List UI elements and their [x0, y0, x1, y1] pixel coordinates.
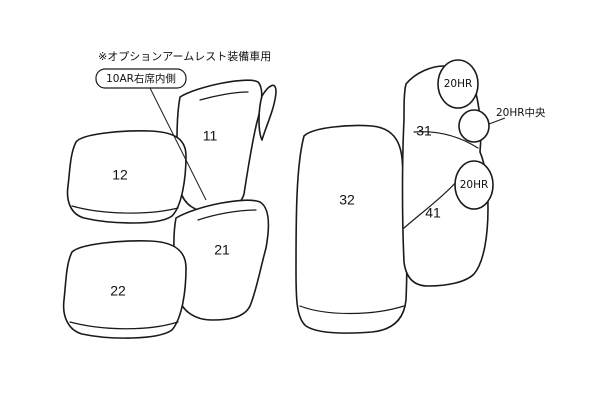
part-31-label: 31	[416, 123, 432, 139]
part-11-label: 11	[203, 128, 218, 144]
armrest-note: ※オプションアームレスト装備車用	[98, 49, 271, 63]
cushion-22	[62, 240, 187, 339]
headrest-lower	[454, 160, 494, 210]
part-22-label: 22	[110, 283, 126, 299]
cushion-32	[295, 124, 408, 334]
seatback-11	[176, 79, 263, 213]
front-seat-2	[62, 199, 270, 339]
cushion-22-edge	[69, 321, 179, 330]
cushion-12	[66, 130, 187, 224]
armrest-tag-box	[95, 68, 187, 89]
part-21-label: 21	[214, 242, 230, 258]
armrest-leader	[149, 87, 207, 201]
front-seat-1	[66, 79, 277, 224]
seatback-seam	[413, 131, 479, 149]
cushion-12-edge	[71, 205, 179, 214]
armrest-10ar	[258, 84, 277, 141]
center-leader	[488, 117, 506, 125]
part-12-label: 12	[112, 167, 128, 183]
seatback-11-fold	[199, 91, 249, 101]
cushion-32-edge	[299, 305, 405, 315]
rear-bench	[295, 124, 408, 334]
headrest-lower-label: 20HR	[460, 179, 489, 191]
headrest-center	[458, 109, 490, 143]
seatback-21	[173, 199, 270, 321]
part-32-label: 32	[339, 192, 355, 208]
seatback-divider	[403, 179, 459, 229]
headrest-top	[437, 59, 479, 109]
headrests	[437, 59, 506, 210]
armrest-tag: 10AR右席内側	[106, 72, 176, 85]
seatback-21-fold	[197, 209, 257, 221]
center-headrest-label: 20HR中央	[496, 106, 546, 119]
headrest-top-label: 20HR	[444, 78, 473, 90]
part-41-label: 41	[425, 205, 441, 221]
